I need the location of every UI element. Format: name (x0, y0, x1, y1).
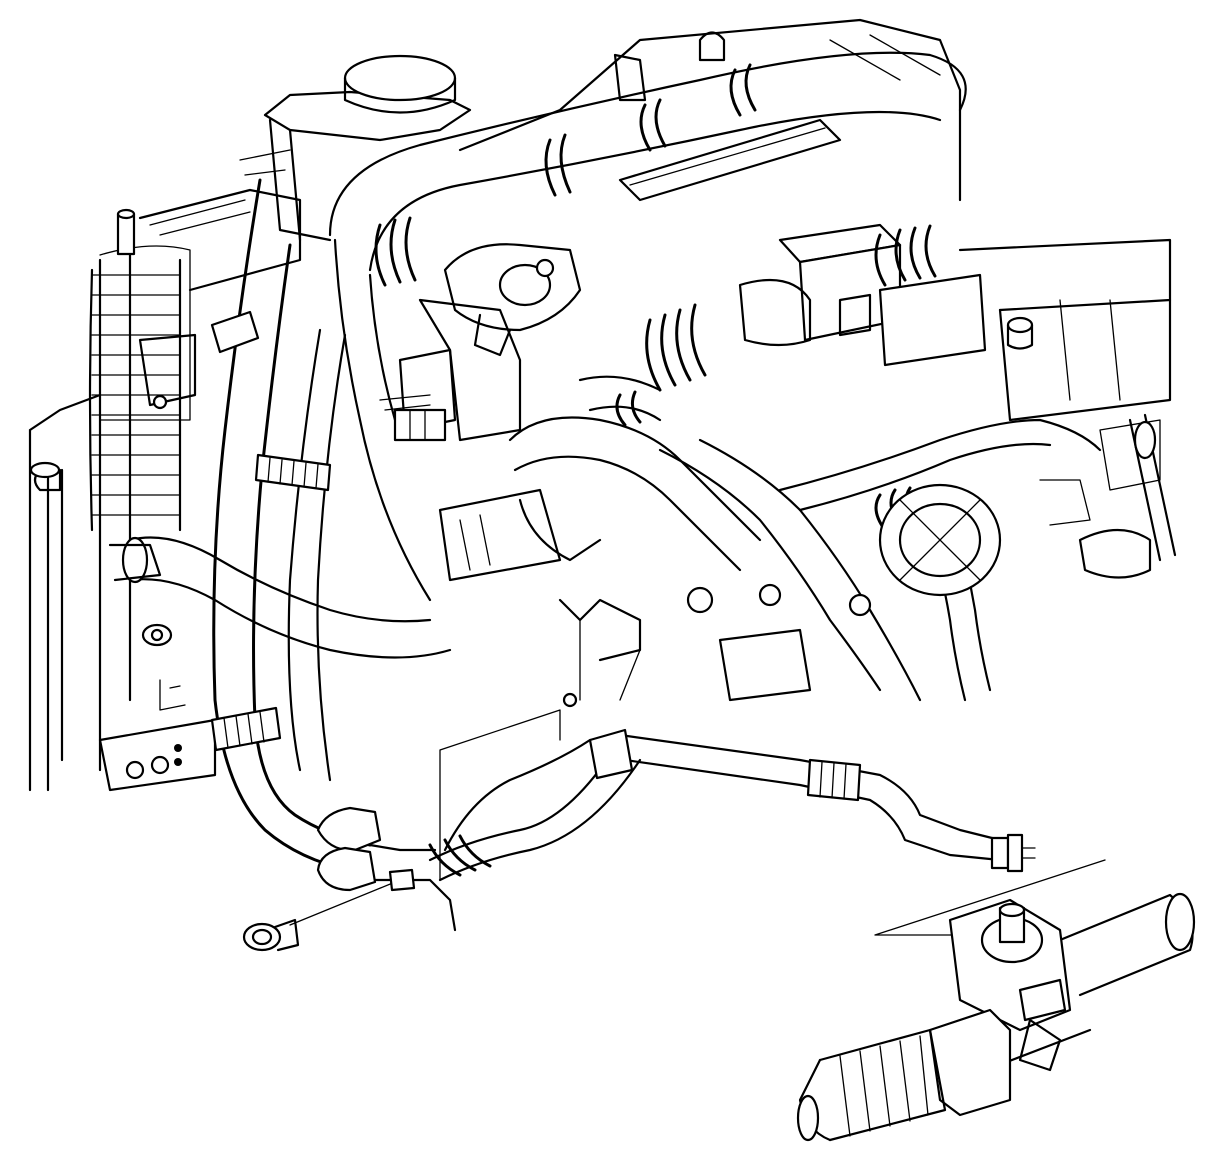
engine-assembly (379, 18, 1177, 702)
power-steering-reservoir (239, 54, 472, 242)
intake-duct (328, 51, 967, 602)
radiator (28, 188, 452, 792)
power-steering-hoses (210, 178, 1036, 932)
steering-gear-assembly (796, 859, 1196, 1142)
fastener-nut (242, 868, 416, 952)
